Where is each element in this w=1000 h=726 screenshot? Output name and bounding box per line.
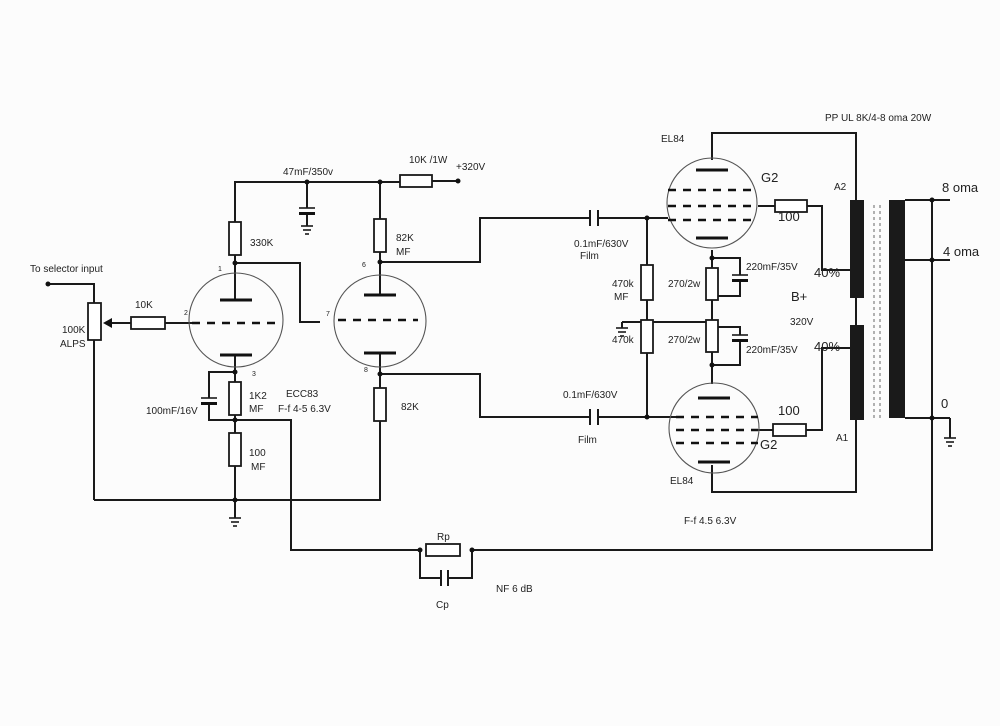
ground-icon [944,437,956,447]
nf-cap-label: Cp [436,600,449,611]
ecc83-label: ECC83 [286,389,319,400]
pin-2: 2 [184,310,188,317]
b-plus-top-label: +320V [456,162,486,173]
feedback-capacitor-cp [440,570,449,586]
grid-leak-resistor-bottom [640,319,654,354]
r-k1-type: MF [249,404,263,415]
g2-top-label: G2 [761,170,778,185]
tap-a2-label: A2 [834,182,847,193]
r-plate2-value: 82K [396,233,414,244]
grid-leak-resistor-top [640,264,654,301]
coupling-capacitor-top [589,210,599,226]
ul-bottom-label: 40% [814,339,840,354]
input-label: To selector input [30,264,103,275]
tube-el84-top [666,157,758,249]
pin-1: 1 [218,266,222,273]
el84-top-label: EL84 [661,134,685,145]
r-g1-bottom-label: 470k [612,335,635,346]
ul-top-label: 40% [814,265,840,280]
r-k-bottom-label: 270/2w [668,335,701,346]
supply-capacitor [299,207,315,226]
cathode-capacitor-ecc83 [201,397,217,405]
tube-el84-bottom [668,382,760,474]
r-cathode2-label: 82K [401,402,419,413]
cathode-resistor-bottom-270 [705,319,719,353]
wires [48,132,951,579]
coupling-capacitor-bottom [589,409,599,425]
pin-7: 7 [326,311,330,318]
ground-icon [301,225,313,235]
c-k1-label: 100mF/16V [146,406,198,417]
g2-bottom-label: G2 [760,437,777,452]
b-plus-voltage: 320V [790,317,814,328]
plate-resistor-330k [228,221,242,256]
out-8-label: 8 oma [942,180,979,195]
ecc83-heater-label: F-f 4-5 6.3V [278,404,331,415]
pot-value: 100K [62,325,86,336]
r-g2-top-label: 100 [778,209,800,224]
pin-8: 8 [364,367,368,374]
cathode-capacitor-bottom [732,334,748,342]
c-couple-bottom-label: 0.1mF/630V [563,390,618,401]
cathode-resistor-top-270 [705,267,719,301]
tube-ecc83-a [188,272,284,368]
grounds [229,225,956,527]
tap-a1-label: A1 [836,433,849,444]
potentiometer-wiper [103,318,112,328]
labels: PP UL 8K/4-8 oma 20W To selector input 1… [30,113,980,611]
primary-winding-bottom [850,325,864,420]
volume-potentiometer [87,302,102,341]
feedback-resistor-rp [425,543,461,557]
output-transformer [850,200,905,420]
plate-resistor-82k [373,218,387,253]
b-plus-label: B+ [791,289,807,304]
el84-heater-label: F-f 4.5 6.3V [684,516,737,527]
el84-bottom-label: EL84 [670,476,694,487]
c-couple-bottom-type: Film [578,435,597,446]
junction-dots [45,178,935,553]
r-k1b-value: 100 [249,448,266,459]
grid-resistor-10k [130,316,166,330]
transformer-spec: PP UL 8K/4-8 oma 20W [825,113,932,124]
r-k1b-type: MF [251,462,265,473]
r-grid-label: 10K [135,300,153,311]
nf-note: NF 6 dB [496,584,533,595]
c-k-bottom-label: 220mF/35V [746,345,798,356]
supply-resistor-10k [399,174,433,188]
r-k1-value: 1K2 [249,391,267,402]
g2-resistor-top [774,199,808,213]
capacitors [201,207,748,586]
c-couple-top-label: 0.1mF/630V [574,239,629,250]
pin-3: 3 [252,371,256,378]
out-4-label: 4 oma [943,244,980,259]
nf-resistor-label: Rp [437,532,450,543]
primary-winding-top [850,200,864,298]
g2-resistor-bottom [772,423,807,437]
cathode-resistor-1k2 [228,381,242,416]
ground-icon [229,517,241,527]
r-plate2-type: MF [396,247,410,258]
tube-ecc83-b [333,274,427,368]
secondary-winding [889,200,905,418]
pot-type: ALPS [60,339,86,350]
out-0-label: 0 [941,396,948,411]
r-supply-label: 10K /1W [409,155,448,166]
c-couple-top-type: Film [580,251,599,262]
r-g2-bottom-label: 100 [778,403,800,418]
cathode-resistor-82k [373,387,387,422]
r-g1-top-type: MF [614,292,628,303]
r-g1-top-value: 470k [612,279,635,290]
pin-6: 6 [362,262,366,269]
c-k-top-label: 220mF/35V [746,262,798,273]
r-k-top-label: 270/2w [668,279,701,290]
r-plate1-label: 330K [250,238,274,249]
resistors [87,174,808,557]
cathode-capacitor-top [732,274,748,282]
ground-icon [616,327,628,337]
cathode-resistor-100 [228,432,242,467]
c-supply-label: 47mF/350v [283,167,333,178]
